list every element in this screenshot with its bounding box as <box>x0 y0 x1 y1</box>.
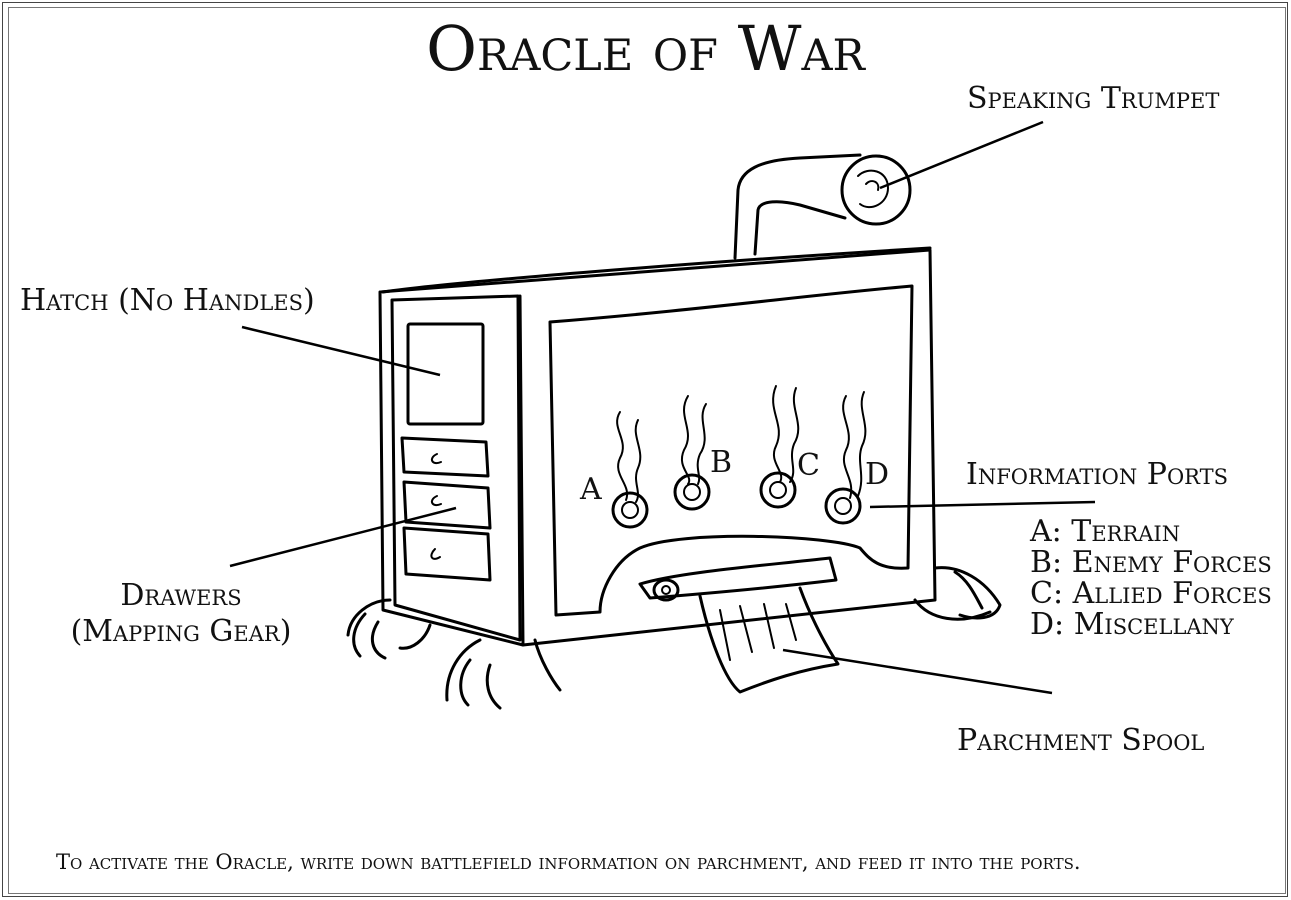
machine-body <box>378 246 937 647</box>
information-ports <box>611 385 867 529</box>
inner-border <box>8 7 1286 894</box>
drawers <box>400 436 492 582</box>
instruction-caption: To activate the Oracle, write down battl… <box>56 850 1081 874</box>
port-legend-a: A: Terrain <box>1030 514 1181 549</box>
port-letter-c: C <box>797 448 820 483</box>
port-legend-d: D: Miscellany <box>1030 607 1234 642</box>
port-letter-a: A <box>580 472 602 507</box>
parchment-spool <box>638 556 840 694</box>
label-drawers: Drawers (Mapping Gear) <box>55 578 307 650</box>
label-speaking-trumpet: Speaking Trumpet <box>967 81 1220 116</box>
port-legend: A: Terrain B: Enemy Forces C: Allied For… <box>1030 516 1272 640</box>
hatch <box>406 322 485 426</box>
speaking-trumpet <box>733 153 912 260</box>
diagram-title: Oracle of War <box>426 12 865 85</box>
port-legend-c: C: Allied Forces <box>1030 576 1272 611</box>
port-letter-b: B <box>710 445 733 480</box>
label-drawers-line2: (Mapping Gear) <box>70 614 292 649</box>
port-letter-d: D <box>865 457 890 492</box>
label-information-ports: Information Ports <box>966 457 1229 492</box>
leader-lines <box>229 120 1096 695</box>
label-drawers-line1: Drawers <box>120 578 242 613</box>
label-hatch: Hatch (No Handles) <box>20 283 315 318</box>
claw-feet <box>346 566 1002 710</box>
port-legend-b: B: Enemy Forces <box>1030 545 1272 580</box>
label-parchment-spool: Parchment Spool <box>957 723 1205 758</box>
